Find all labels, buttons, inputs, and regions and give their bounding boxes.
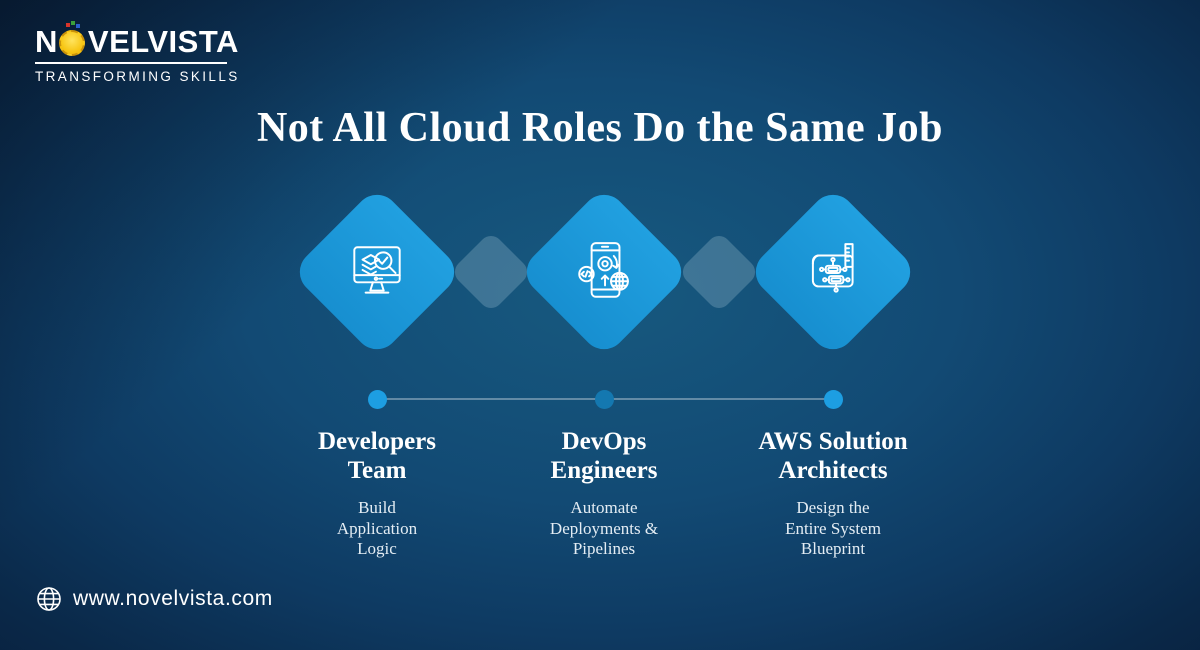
decorative-diamond-small-2	[677, 230, 761, 314]
role-heading: DevOps Engineers	[550, 428, 658, 484]
architect-blueprint-icon	[796, 235, 870, 309]
role-description: Build Application Logic	[336, 498, 418, 559]
devops-automation-icon	[567, 235, 641, 309]
decorative-diamond-small-1	[449, 230, 533, 314]
logo-sun-icon	[58, 20, 87, 56]
logo-pinwheel-icon	[65, 20, 80, 31]
role-column-architects: AWS Solution Architects Design the Entir…	[713, 428, 953, 588]
role-column-devops: DevOps Engineers Automate Deployments & …	[484, 428, 724, 588]
timeline-dot-architects	[824, 390, 843, 409]
logo-text-suffix: VELVISTA	[87, 24, 239, 59]
role-description: Design the Entire System Blueprint	[785, 498, 881, 559]
role-column-developers: Developers Team Build Application Logic	[257, 428, 497, 588]
globe-icon	[35, 585, 63, 613]
role-heading: AWS Solution Architects	[758, 428, 908, 484]
footer: www.novelvista.com	[35, 585, 273, 613]
logo-divider	[35, 62, 227, 64]
timeline-dot-developers	[368, 390, 387, 409]
diamond-devops	[517, 185, 691, 359]
role-heading: Developers Team	[317, 428, 437, 484]
logo-wordmark: N VELVISTA	[35, 20, 240, 59]
diamond-developers	[290, 185, 464, 359]
timeline-dot-devops	[595, 390, 614, 409]
developer-monitor-icon	[340, 235, 414, 309]
logo-text-prefix: N	[35, 24, 58, 59]
diamond-architects	[746, 185, 920, 359]
novelvista-logo: N VELVISTA TRANSFORMING SKILLS	[35, 20, 240, 84]
role-description: Automate Deployments & Pipelines	[549, 498, 659, 559]
page-title: Not All Cloud Roles Do the Same Job	[256, 105, 944, 151]
logo-tagline: TRANSFORMING SKILLS	[35, 69, 240, 84]
website-link[interactable]: www.novelvista.com	[73, 587, 273, 610]
